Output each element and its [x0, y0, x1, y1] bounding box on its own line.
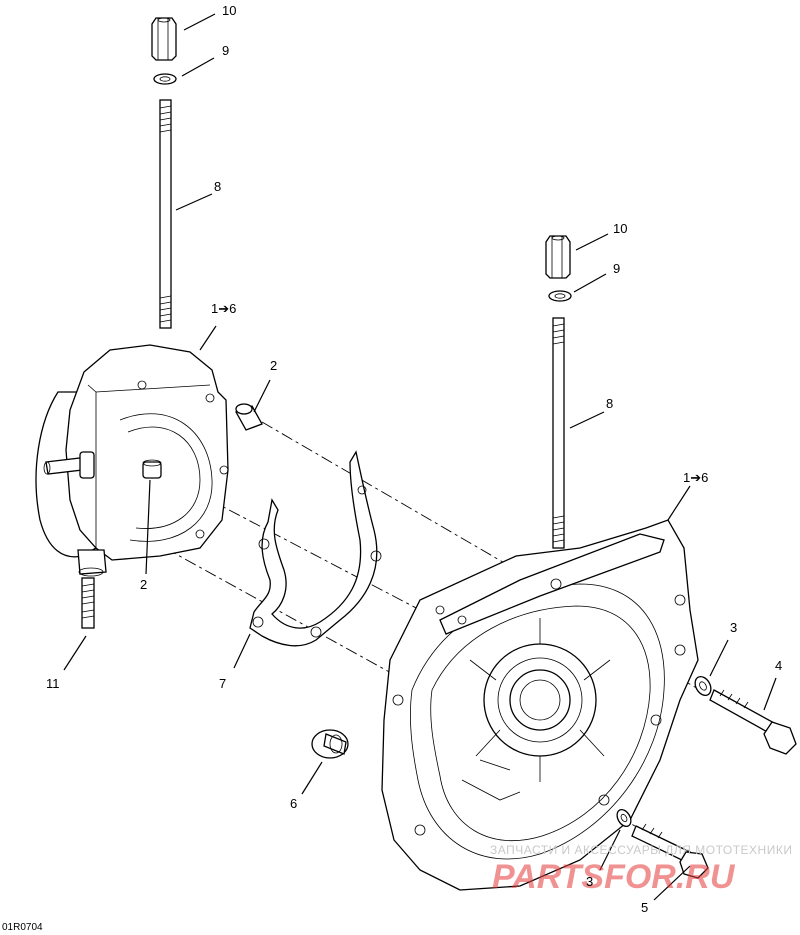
washer-3-upper	[694, 676, 712, 696]
label-10-left: 10	[222, 3, 236, 18]
label-7: 7	[219, 676, 226, 691]
label-5: 5	[641, 900, 648, 915]
diagram-code: 01R0704	[2, 922, 43, 933]
watermark-tagline: ЗАПЧАСТИ И АКСЕССУАРЫ ДЛЯ МОТОТЕХНИКИ	[490, 843, 792, 857]
label-1-6-left: 1➔6	[211, 301, 236, 316]
stud-11	[81, 577, 95, 629]
label-2-upper: 2	[270, 358, 277, 373]
label-10-right: 10	[613, 221, 627, 236]
left-stud-8	[159, 99, 172, 329]
leader-lines	[63, 13, 777, 901]
watermark: ЗАПЧАСТИ И АКСЕССУАРЫ ДЛЯ МОТОТЕХНИКИ PA…	[490, 843, 792, 896]
left-crankcase-housing	[35, 344, 229, 577]
label-6: 6	[290, 796, 297, 811]
right-stud-8	[552, 317, 565, 549]
label-2-lower: 2	[140, 577, 147, 592]
callout-labels: 10 9 8 1➔6 2 2 11 7 10 9 8 1➔6 3 4 6 3 5…	[2, 3, 782, 933]
label-9-left: 9	[222, 43, 229, 58]
left-nut-10	[151, 17, 177, 61]
right-crankcase-housing	[381, 519, 699, 891]
label-4: 4	[775, 658, 782, 673]
stud-5	[631, 823, 709, 879]
label-3-upper: 3	[730, 620, 737, 635]
bolt-4	[709, 689, 797, 755]
right-washer-9	[548, 290, 572, 302]
left-washer-9	[153, 73, 177, 85]
label-1-6-right: 1➔6	[683, 470, 708, 485]
label-11: 11	[46, 676, 60, 691]
washer-3-lower	[616, 808, 632, 828]
right-nut-10	[545, 235, 571, 279]
label-3-lower: 3	[586, 874, 593, 889]
label-9-right: 9	[613, 261, 620, 276]
watermark-logo-text: PARTSFOR.RU	[492, 858, 736, 896]
gasket-7	[249, 450, 382, 647]
dowel-pin-2	[235, 403, 263, 431]
label-8-right: 8	[606, 396, 613, 411]
label-8-left: 8	[214, 179, 221, 194]
plug-6	[311, 729, 349, 759]
